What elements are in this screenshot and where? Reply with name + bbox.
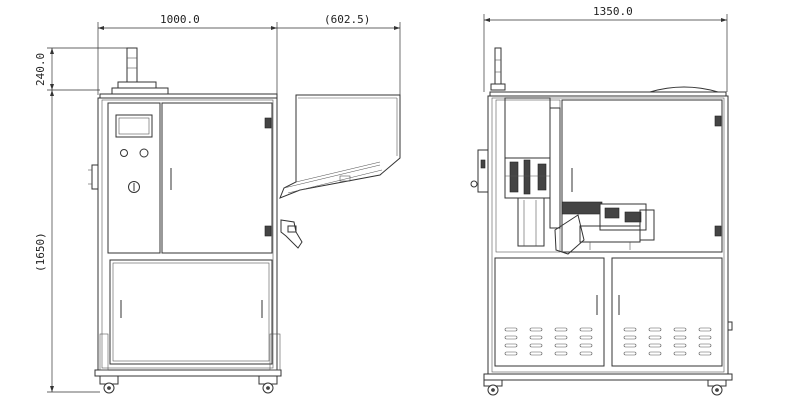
dimension-vertical-front: 240.0 (1650): [34, 47, 130, 393]
vent-slot: [673, 327, 687, 332]
vent-slot: [579, 351, 593, 356]
main-switch: [128, 181, 140, 193]
hmi-screen: [115, 114, 153, 138]
control-panel: [107, 102, 161, 254]
vent-slot: [554, 343, 568, 348]
vent-slot: [529, 343, 543, 348]
vent-slot: [698, 351, 712, 356]
side-casters: [483, 379, 727, 396]
side-view: 1350.0: [470, 5, 733, 396]
vent-slot: [504, 327, 518, 332]
side-signal-tower: [490, 47, 506, 91]
lower-cabinet: [109, 259, 273, 365]
vent-slot: [504, 351, 518, 356]
vent-slot: [673, 335, 687, 340]
dimension-label-beacon-height: 240.0: [34, 53, 47, 86]
front-view: 1000.0 (602.5) 240.0 (1650): [34, 13, 401, 394]
stop-button: [139, 148, 149, 158]
ventilation-slots: [504, 327, 712, 356]
vent-slot: [698, 343, 712, 348]
dimension-label-side-width: 1350.0: [593, 5, 633, 18]
vent-slot: [623, 351, 637, 356]
vent-slot: [623, 327, 637, 332]
vent-slot: [554, 351, 568, 356]
vent-slot: [579, 327, 593, 332]
vent-slot: [623, 343, 637, 348]
vent-slot: [648, 335, 662, 340]
dimension-front-width: 1000.0: [97, 13, 278, 95]
dimension-label-hopper-extension: (602.5): [324, 13, 370, 26]
front-casters: [99, 375, 278, 394]
dimension-label-front-width: 1000.0: [160, 13, 200, 26]
output-bracket: [280, 219, 303, 249]
vent-slot: [554, 335, 568, 340]
vent-slot: [623, 335, 637, 340]
upper-door: [161, 102, 273, 254]
front-frame: [97, 97, 278, 371]
vent-slot: [698, 327, 712, 332]
dimension-side-width: 1350.0: [483, 5, 728, 92]
vent-slot: [554, 327, 568, 332]
vent-slot: [504, 335, 518, 340]
vent-slot: [648, 343, 662, 348]
vent-slot: [673, 343, 687, 348]
vent-slot: [648, 351, 662, 356]
vent-slot: [579, 335, 593, 340]
vent-slot: [698, 335, 712, 340]
vent-slot: [529, 351, 543, 356]
feed-hopper: [279, 94, 401, 199]
vent-slot: [579, 343, 593, 348]
dimension-label-body-height: (1650): [34, 232, 47, 272]
mechanism-area: [495, 97, 655, 255]
vent-slot: [673, 351, 687, 356]
side-lower-cabinets: [494, 257, 723, 367]
vent-slot: [504, 343, 518, 348]
vent-slot: [529, 327, 543, 332]
vent-slot: [648, 327, 662, 332]
vent-slot: [529, 335, 543, 340]
indicator-light: [120, 149, 128, 157]
dimension-hopper-extension: (602.5): [277, 13, 401, 95]
side-door: [561, 99, 723, 253]
signal-tower: [111, 47, 169, 95]
